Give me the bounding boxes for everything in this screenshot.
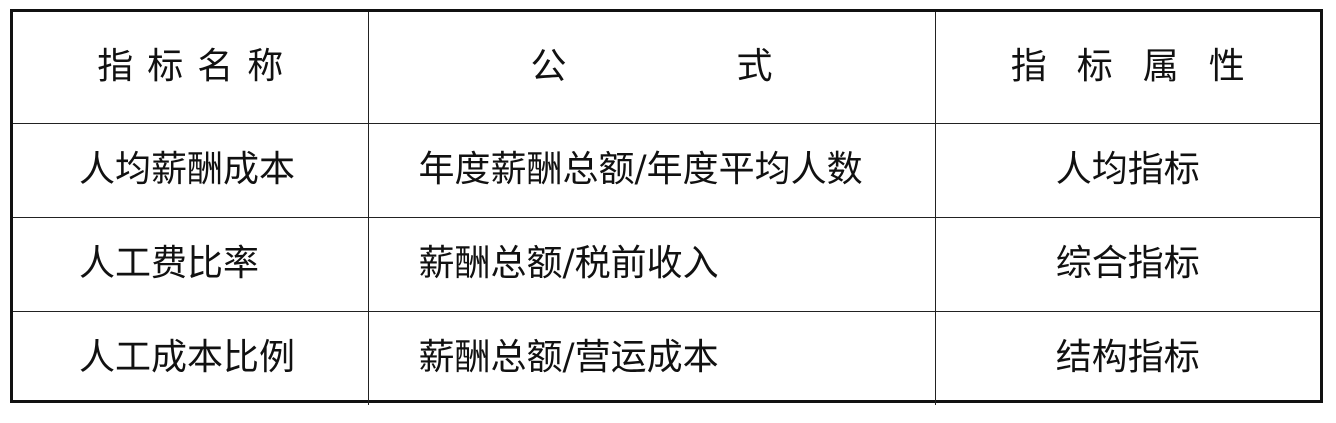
cell-formula: 年度薪酬总额/年度平均人数 bbox=[367, 122, 936, 218]
indicator-table: 指标名称 公式 指标属性 人均薪酬成本 年度薪酬总额/年度平均人数 人均指标 人… bbox=[10, 9, 1323, 405]
table-row: 人工费比率 薪酬总额/税前收入 综合指标 bbox=[13, 216, 1320, 312]
cell-formula: 薪酬总额/税前收入 bbox=[367, 216, 936, 312]
header-indicator-name: 指标名称 bbox=[13, 12, 369, 124]
cell-indicator-name: 人工费比率 bbox=[13, 216, 369, 312]
header-formula-left: 公 bbox=[530, 46, 567, 88]
indicator-table-grid: 指标名称 公式 指标属性 人均薪酬成本 年度薪酬总额/年度平均人数 人均指标 人… bbox=[13, 12, 1320, 405]
table-row: 人工成本比例 薪酬总额/营运成本 结构指标 bbox=[13, 310, 1320, 405]
table-header-row: 指标名称 公式 指标属性 bbox=[13, 12, 1320, 124]
cell-indicator-name: 人均薪酬成本 bbox=[13, 122, 369, 218]
header-indicator-attribute: 指标属性 bbox=[934, 12, 1320, 124]
table-row: 人均薪酬成本 年度薪酬总额/年度平均人数 人均指标 bbox=[13, 122, 1320, 218]
cell-indicator-attribute: 人均指标 bbox=[934, 122, 1320, 218]
header-formula-right: 式 bbox=[736, 46, 773, 88]
header-formula: 公式 bbox=[367, 12, 936, 124]
cell-indicator-attribute: 综合指标 bbox=[934, 216, 1320, 312]
cell-formula: 薪酬总额/营运成本 bbox=[367, 310, 936, 405]
cell-indicator-name: 人工成本比例 bbox=[13, 310, 369, 405]
cell-indicator-attribute: 结构指标 bbox=[934, 310, 1320, 405]
